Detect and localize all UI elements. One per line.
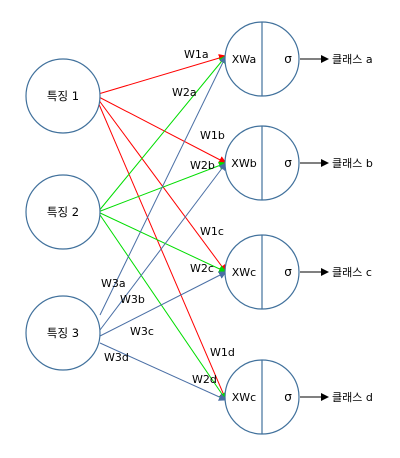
input-label-3: 특징 3 (47, 326, 79, 340)
edge-1c (94, 94, 227, 273)
neuron-d-sigma: σ (284, 390, 292, 404)
weight-label-w2d: W2d (192, 373, 217, 386)
edge-2c (97, 211, 227, 273)
edges-input-3 (99, 55, 227, 401)
weight-label-w2a: W2a (172, 86, 197, 99)
neuron-c: XWc σ (224, 234, 300, 310)
weight-label-w3c: W3c (130, 325, 154, 338)
edge-2a (97, 55, 227, 213)
neuron-a-xw: XWa (232, 53, 256, 66)
neuron-a-sigma: σ (284, 52, 292, 66)
output-arrows (300, 55, 329, 401)
weight-label-w2c: W2c (190, 262, 214, 275)
weight-label-w3a: W3a (101, 277, 126, 290)
edge-3c (99, 271, 227, 337)
weight-label-w3b: W3b (120, 293, 145, 306)
edge-3d (99, 342, 227, 401)
edge-1b (94, 94, 227, 164)
input-label-1: 특징 1 (47, 89, 79, 103)
neuron-d-xw: XWc (232, 391, 256, 404)
weight-label-w3d: W3d (104, 351, 129, 364)
edge-3a (99, 55, 227, 316)
neuron-a: XWa σ (224, 21, 300, 97)
neuron-b-xw: XWb (231, 157, 256, 170)
neuron-b: XWb σ (224, 125, 300, 201)
neuron-c-xw: XWc (232, 266, 256, 279)
weight-label-w1b: W1b (200, 129, 225, 142)
edge-2d (97, 211, 227, 401)
weight-label-w1a: W1a (184, 48, 209, 61)
input-node-1: 특징 1 (25, 58, 101, 134)
output-label-c: 클래스 c (332, 266, 372, 279)
input-label-2: 특징 2 (47, 205, 79, 219)
edge-1a (94, 54, 227, 96)
output-label-d: 클래스 d (332, 391, 373, 404)
weight-label-w2b: W2b (190, 159, 215, 172)
edge-3b (99, 162, 227, 331)
neuron-d: XWc σ (224, 359, 300, 435)
edges-input-1 (94, 54, 227, 401)
neuron-c-sigma: σ (284, 265, 292, 279)
neuron-b-sigma: σ (284, 156, 292, 170)
edge-1d (94, 94, 227, 401)
weight-labels: W1a W2a W1b W2b W1c W2c W3a W3b W3c W3d … (101, 48, 235, 386)
input-node-2: 특징 2 (25, 174, 101, 250)
output-label-b: 클래스 b (332, 157, 373, 170)
input-node-3: 특징 3 (25, 295, 101, 371)
output-label-a: 클래스 a (332, 53, 373, 66)
weight-label-w1d: W1d (210, 346, 235, 359)
weight-label-w1c: W1c (200, 225, 224, 238)
